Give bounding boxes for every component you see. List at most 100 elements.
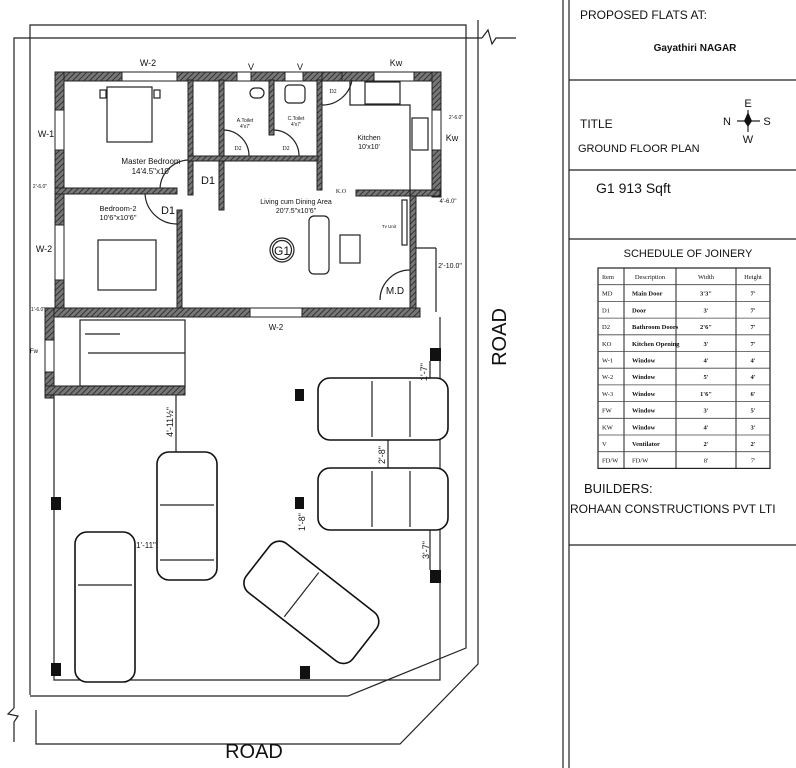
plot-boundary [6,20,516,745]
table-cell: D1 [602,307,610,314]
table-cell: 3' [703,307,708,314]
plan-name: GROUND FLOOR PLAN [578,143,700,155]
dim-stair-gap: 4'-11½" [165,407,175,437]
pillar [51,663,61,676]
table-cell: FW [602,408,613,415]
table-cell: 2' [703,441,708,448]
table-icon [339,234,361,264]
table-cell: 4' [750,358,755,365]
label-v1: V [248,62,254,72]
dim-car-angle: 1'-8" [297,513,307,531]
table-cell: Window [632,391,656,398]
builder-name: ROHAAN CONSTRUCTIONS PVT LTI [570,502,776,516]
title-block-frame [562,0,796,768]
area-label: G1 913 Sqft [596,180,671,196]
label-d2-a: D2 [234,146,241,152]
room-c-toilet-size: 4'x7' [291,122,301,128]
room-kitchen-size: 10'x10' [358,144,380,151]
label-md: M.D [386,286,404,297]
bathtub-icon [284,84,306,104]
table-cell: Door [632,307,646,314]
dim-car-side: 1'-11" [136,541,156,550]
dim-car-gap-low: 3'-7" [421,541,431,559]
table-cell: KO [602,341,612,348]
table-cell: 7' [750,291,755,298]
table-cell: Bathroom Doors [632,324,679,331]
table-cell: 3'3" [700,291,712,298]
label-ko: K.O [336,189,347,195]
table-header: Width [698,274,715,281]
table-cell: 5' [750,408,755,415]
table-cell: KW [602,424,614,431]
car-icon [74,531,136,683]
room-c-toilet: C.Toilet [288,116,305,122]
room-bedroom2: Bedroom-2 [99,204,136,213]
table-header: Description [635,274,666,281]
table-cell: 1'6" [700,391,712,398]
pillar [295,389,304,401]
room-living-size: 20'7.5"x10'6" [276,208,317,215]
label-kw-right: Kw [446,133,459,143]
table-cell: W-2 [602,374,613,381]
table-cell: 2'6" [700,324,712,331]
unit-tag: G1 [274,244,290,258]
location: Gayathiri NAGAR [654,43,738,54]
pillar [300,666,310,679]
pillar [430,570,441,583]
table-cell: Ventilator [632,441,660,448]
compass-south: S [763,116,770,128]
room-bedroom2-size: 10'6"x10'6" [100,213,137,222]
table-header: Height [744,274,762,281]
table-cell: Window [632,408,656,415]
pillar [295,497,304,509]
room-living: Living cum Dining Area [260,199,332,206]
toilet-icon [249,87,265,99]
compass-icon [737,110,760,132]
table-cell: 7' [751,458,755,465]
road-right-label: ROAD [489,308,511,366]
stove-icon [364,81,401,105]
door-swings [144,79,437,312]
label-d1-master: D1 [201,175,215,187]
table-cell: 5' [703,374,708,381]
furniture [79,81,429,387]
dim-right-mid: 4'-6.0" [440,199,457,205]
plan-labels: W-2 V V Kw Kw W-1 W-2 Master Bedroom 14'… [30,58,511,763]
label-d2-kitchen: D2 [329,89,336,95]
table-cell: 4' [750,374,755,381]
title-label: TITLE [580,117,613,131]
table-cell: FD/W [632,458,649,465]
label-tv-unit: Tv Unit [382,224,397,229]
table-cell: 4' [703,358,708,365]
label-w2-left: W-2 [36,244,52,254]
table-cell: 7' [750,307,755,314]
label-w2-bottom: W-2 [269,323,284,332]
dim-car-gap-mid: 2'-8" [377,446,387,464]
table-cell: 6' [750,391,755,398]
builders-label: BUILDERS: [584,481,653,496]
table-cell: Window [632,374,656,381]
road-bottom-label: ROAD [225,741,283,763]
table-cell: Kitchen Opening [632,341,680,348]
label-fw: Fw [30,349,39,355]
schedule-title: SCHEDULE OF JOINERY [624,248,753,260]
title-block-text: PROPOSED FLATS AT: Gayathiri NAGAR TITLE… [570,8,776,516]
sink-icon [411,117,429,151]
dim-left-low: 1'-6.0" [31,307,45,313]
table-cell: 7' [750,341,755,348]
compass-west: W [743,134,754,146]
label-w1: W-1 [38,129,54,139]
table-cell: 7' [750,324,755,331]
room-a-toilet-size: 4'x7' [240,124,250,130]
table-cell: 4' [703,424,708,431]
unit-tag-circle [269,237,295,263]
room-kitchen: Kitchen [357,135,380,142]
pillar [51,497,61,510]
compass-north: N [723,116,731,128]
table-cell: MD [602,291,613,298]
table-cell: Main Door [632,291,663,298]
table-cell: 3' [703,408,708,415]
bed2-icon [97,239,157,291]
room-a-toilet: A.Toilet [237,118,254,124]
